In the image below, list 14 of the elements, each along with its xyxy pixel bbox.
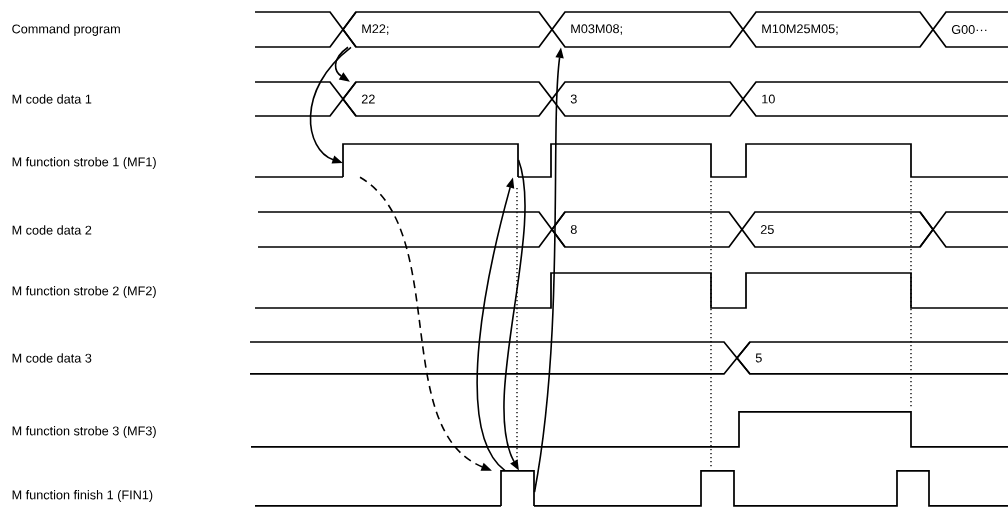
signal-name: M code data 3 (12, 353, 92, 363)
signal-name: M code data 1 (12, 94, 92, 104)
pulse (342, 143, 519, 178)
curved-arrow (309, 46, 352, 164)
pulse (500, 470, 535, 507)
signal-name: M function strobe 2 (MF2) (12, 286, 156, 298)
signal-name: M code data 2 (12, 225, 92, 235)
bus-segment: 5 (735, 341, 1008, 375)
signal-name: M function strobe 3 (MF3) (12, 426, 156, 438)
bus-segment: G00··· (931, 11, 1008, 48)
signal-name: M function finish 1 (FIN1) (12, 490, 153, 502)
bus-segment: 10 (741, 81, 1008, 117)
signal-name: M function strobe 1 (MF1) (12, 157, 156, 169)
signal-name: Command program (12, 24, 120, 36)
